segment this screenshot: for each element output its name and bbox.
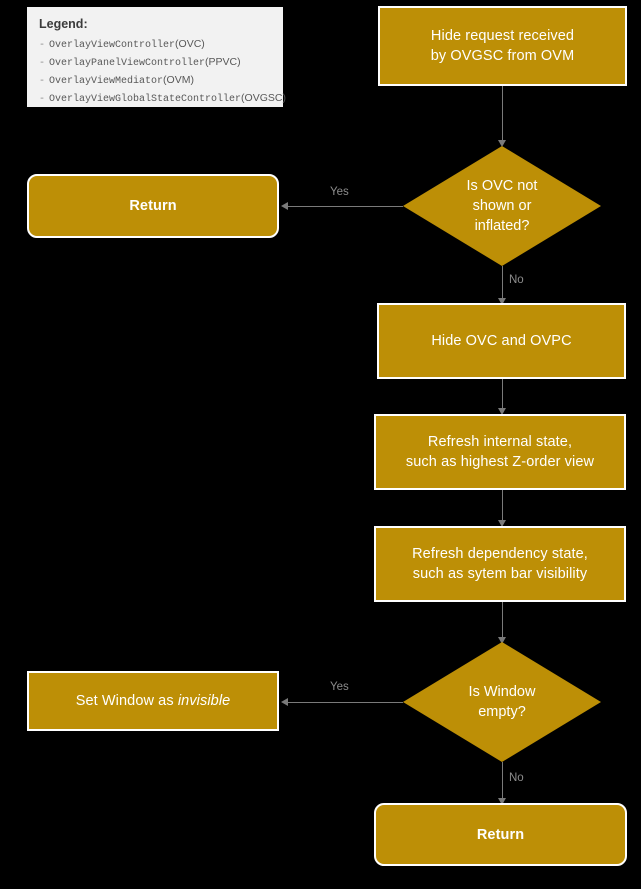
node-refresh-internal-state: Refresh internal state, such as highest … — [374, 414, 626, 490]
decision-is-ovc-not-shown-or-inflated: Is OVC not shown or inflated? — [403, 146, 601, 266]
connector-hide-ovc-to-refresh-internal — [502, 379, 503, 411]
arrowhead-down-icon — [498, 637, 506, 644]
arrowhead-down-icon — [498, 520, 506, 527]
decision-label-line1: Is Window — [468, 684, 536, 700]
legend-item-ovc: - OverlayViewController (OVC) — [39, 36, 271, 54]
node-label-emphasis: invisible — [177, 693, 231, 709]
connector-decision-ovc-no — [502, 266, 503, 302]
legend-panel: Legend: - OverlayViewController (OVC) - … — [27, 7, 286, 108]
legend-item-abbr: (PPVC) — [205, 56, 241, 68]
node-return-bottom: Return — [374, 803, 627, 866]
decision-label: Is OVC not shown or inflated? — [467, 176, 538, 236]
edge-label-window-no: No — [509, 772, 524, 784]
legend-list: - OverlayViewController (OVC) - OverlayP… — [39, 36, 286, 108]
decision-label-line3: inflated? — [474, 218, 530, 234]
arrowhead-down-icon — [498, 298, 506, 305]
legend-item-name: OverlayPanelViewController — [49, 58, 206, 69]
node-label-line1: Hide request received — [430, 28, 575, 44]
decision-is-window-empty: Is Window empty? — [403, 642, 601, 762]
edge-label-window-yes: Yes — [330, 681, 349, 693]
node-label: Refresh dependency state, such as sytem … — [412, 544, 588, 584]
legend-item-abbr: (OVGSC) — [241, 92, 286, 104]
legend-item-name: OverlayViewMediator — [49, 76, 164, 87]
legend-item-name: OverlayViewController — [49, 40, 176, 51]
connector-start-to-decision-ovc — [502, 86, 503, 142]
node-label-line1: Refresh internal state, — [427, 434, 573, 450]
node-label: Refresh internal state, such as highest … — [406, 432, 594, 472]
legend-item-name: OverlayViewGlobalStateController — [49, 94, 242, 105]
connector-decision-window-yes — [285, 702, 403, 703]
legend-bullet-icon: - — [39, 94, 46, 105]
legend-title: Legend: — [39, 17, 88, 31]
node-label-line1: Refresh dependency state, — [412, 546, 588, 562]
connector-refresh-dependency-to-decision-window — [502, 602, 503, 640]
node-label-prefix: Set Window as — [75, 693, 178, 709]
node-label: Hide OVC and OVPC — [431, 333, 572, 349]
node-label: Return — [476, 826, 525, 843]
node-hide-ovc-and-ovpc: Hide OVC and OVPC — [377, 303, 626, 379]
node-label-line2: such as highest Z-order view — [405, 454, 595, 470]
connector-decision-ovc-yes — [285, 206, 403, 207]
node-return-top: Return — [27, 174, 279, 238]
legend-item-abbr: (OVC) — [175, 38, 205, 50]
legend-item-ovgsc: - OverlayViewGlobalStateController (OVGS… — [39, 90, 286, 108]
decision-label-line1: Is OVC not — [466, 178, 538, 194]
node-hide-request-received: Hide request received by OVGSC from OVM — [378, 6, 627, 86]
legend-bullet-icon: - — [39, 76, 46, 87]
node-refresh-dependency-state: Refresh dependency state, such as sytem … — [374, 526, 626, 602]
arrowhead-down-icon — [498, 408, 506, 415]
node-label-line2: such as sytem bar visibility — [412, 566, 588, 582]
node-label: Return — [129, 198, 177, 214]
node-label: Hide request received by OVGSC from OVM — [431, 26, 575, 66]
decision-label-line2: shown or — [472, 198, 532, 214]
arrowhead-down-icon — [498, 140, 506, 147]
arrowhead-down-icon — [498, 798, 506, 805]
legend-bullet-icon: - — [39, 58, 46, 69]
legend-bullet-icon: - — [39, 40, 46, 51]
legend-item-ovm: - OverlayViewMediator (OVM) — [39, 72, 271, 90]
decision-label-line2: empty? — [478, 704, 526, 720]
connector-decision-window-no — [502, 762, 503, 802]
node-label: Set Window as invisible — [76, 691, 231, 711]
legend-item-ppvc: - OverlayPanelViewController (PPVC) — [39, 54, 271, 72]
connector-refresh-internal-to-refresh-dependency — [502, 490, 503, 524]
edge-label-ovc-no: No — [509, 274, 524, 286]
edge-label-ovc-yes: Yes — [330, 186, 349, 198]
arrowhead-left-icon — [281, 202, 288, 210]
decision-label: Is Window empty? — [469, 682, 536, 722]
node-set-window-as-invisible: Set Window as invisible — [27, 671, 279, 731]
arrowhead-left-icon — [281, 698, 288, 706]
legend-item-abbr: (OVM) — [163, 74, 194, 86]
node-label-line2: by OVGSC from OVM — [430, 48, 575, 64]
